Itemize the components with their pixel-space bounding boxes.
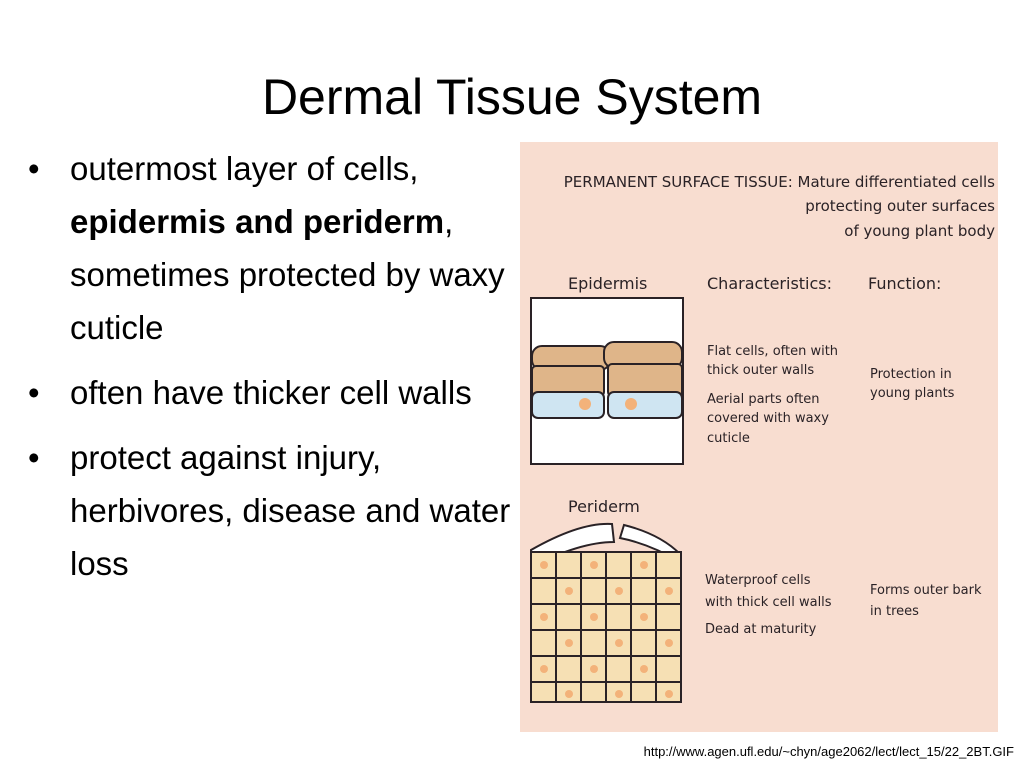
periderm-function-line: in trees — [870, 604, 919, 619]
bullet-item: • often have thicker cell walls — [28, 366, 520, 419]
source-url: http://www.agen.ufl.edu/~chyn/age2062/le… — [643, 744, 1014, 759]
epidermis-char-line: thick outer walls — [707, 363, 814, 378]
bullet-item: • outermost layer of cells, epidermis and… — [28, 142, 520, 354]
epidermis-char-line: covered with waxy — [707, 411, 829, 426]
periderm-illustration — [530, 522, 682, 703]
periderm-function-line: Forms outer bark — [870, 583, 982, 598]
tissue-figure-svg: PERMANENT SURFACE TISSUE: Mature differe… — [530, 173, 995, 703]
figure-header-line-2: protecting outer surfaces — [805, 197, 995, 215]
bullet-segment-bold: epidermis and periderm — [70, 203, 445, 240]
bullet-item: • protect against injury, herbivores, dis… — [28, 431, 520, 590]
periderm-char-line: with thick cell walls — [705, 595, 832, 610]
epidermis-illustration — [530, 297, 684, 465]
figure-header-line-3: of young plant body — [844, 222, 995, 240]
bullet-dot: • — [28, 374, 40, 411]
function-heading: Function: — [868, 274, 941, 293]
nucleus — [625, 398, 637, 410]
bullet-list: • outermost layer of cells, epidermis and… — [28, 142, 520, 602]
bullet-dot: • — [28, 439, 40, 476]
periderm-label: Periderm — [568, 497, 640, 516]
epidermis-function-line: young plants — [870, 386, 955, 401]
nucleus — [579, 398, 591, 410]
epidermis-function-line: Protection in — [870, 367, 952, 382]
periderm-char-line: Waterproof cells — [705, 573, 811, 588]
bullet-segment: outermost layer of cells, — [70, 150, 419, 187]
characteristics-heading: Characteristics: — [707, 274, 832, 293]
periderm-char-line: Dead at maturity — [705, 622, 817, 637]
slide-title: Dermal Tissue System — [261, 69, 763, 125]
bullet-dot: • — [28, 150, 40, 187]
bullet-segment: often have thicker cell walls — [70, 374, 472, 411]
epidermis-char-line: cuticle — [707, 431, 750, 446]
figure-header-line-1: PERMANENT SURFACE TISSUE: Mature differe… — [564, 173, 995, 191]
epidermis-label: Epidermis — [568, 274, 647, 293]
epidermis-char-line: Flat cells, often with — [707, 344, 838, 359]
tissue-figure: PERMANENT SURFACE TISSUE: Mature differe… — [520, 142, 998, 732]
bullet-segment: protect against injury, herbivores, dise… — [70, 439, 511, 582]
epidermis-char-line: Aerial parts often — [707, 392, 820, 407]
bullet-segment: , sometimes protected by waxy cuticle — [70, 203, 505, 346]
